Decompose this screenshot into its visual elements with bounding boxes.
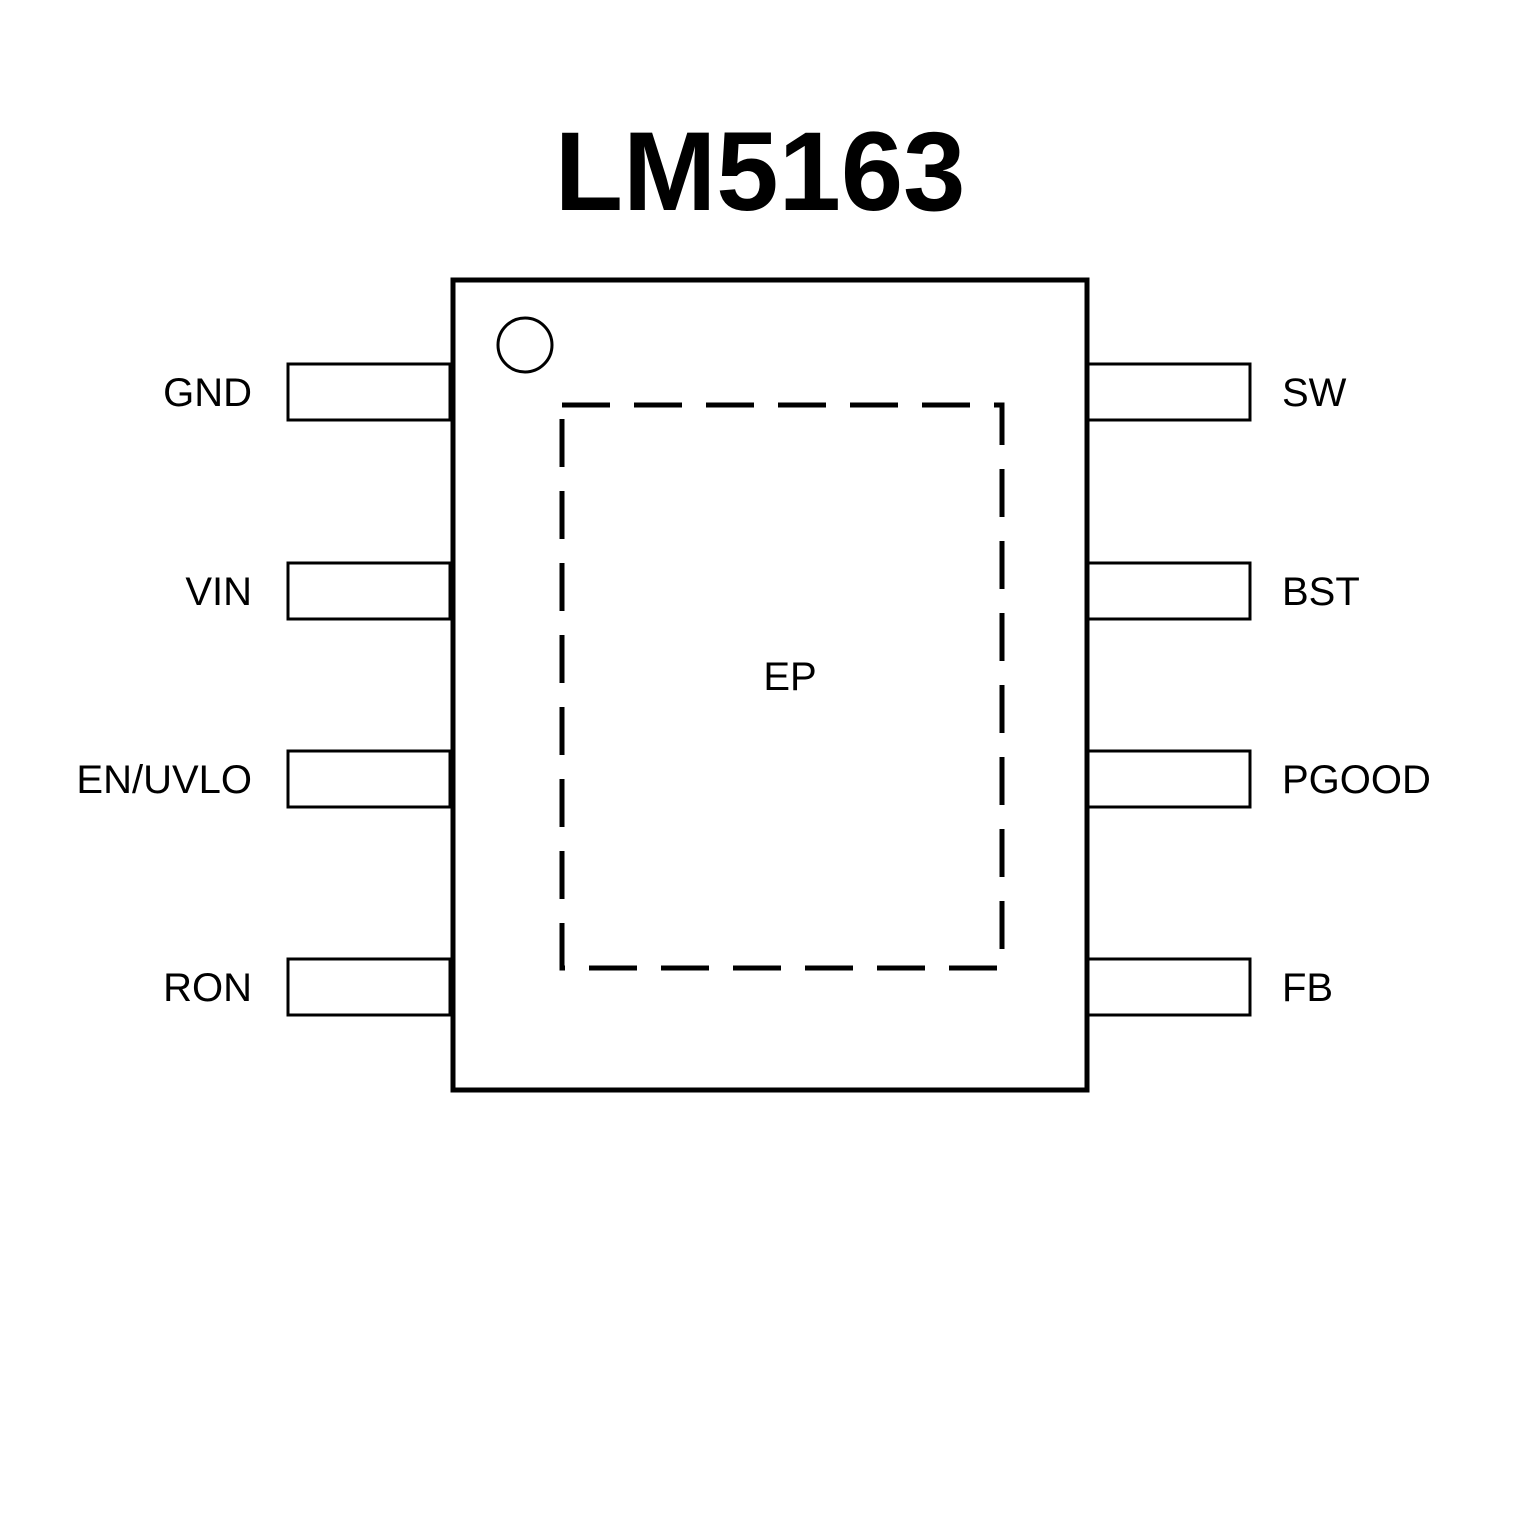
pin-en-uvlo: [286, 749, 452, 809]
chip-title: LM5163: [555, 109, 966, 234]
chip-body: [450, 277, 1090, 1093]
pin-gnd: [286, 362, 452, 422]
pin-label-gnd: GND: [163, 371, 252, 415]
pin-label-en-uvlo: EN/UVLO: [76, 758, 252, 802]
exposed-pad-outline: [559, 402, 1005, 971]
pin-bst: [1085, 561, 1252, 621]
exposed-pad-label: EP: [763, 655, 816, 699]
pin-fb: [1085, 957, 1252, 1017]
pin-pgood: [1085, 749, 1252, 809]
pin-sw: [1085, 362, 1252, 422]
pin-vin: [286, 561, 452, 621]
pin-label-sw: SW: [1282, 371, 1347, 415]
pin-label-bst: BST: [1282, 570, 1360, 614]
pin1-marker-icon: [496, 316, 554, 374]
pin-label-vin: VIN: [185, 570, 252, 614]
pin-label-fb: FB: [1282, 966, 1333, 1010]
pin-ron: [286, 957, 452, 1017]
pin-label-pgood: PGOOD: [1282, 758, 1431, 802]
pin-label-ron: RON: [163, 966, 252, 1010]
